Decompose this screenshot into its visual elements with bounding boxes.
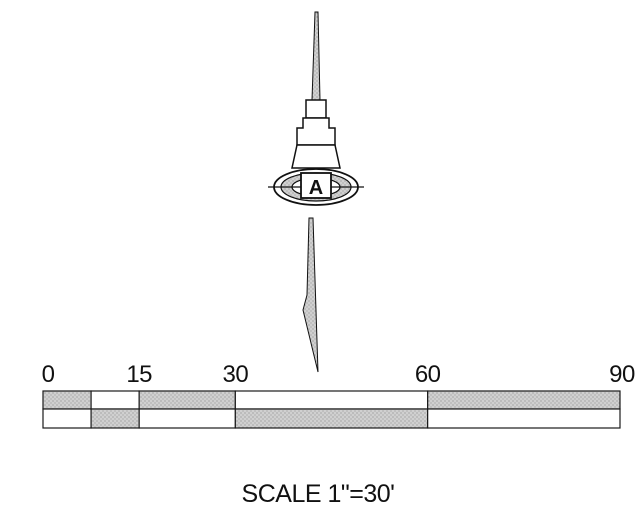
scale-segment-bottom-1 [90, 408, 140, 429]
scale-segment-top-2 [138, 390, 236, 410]
scale-caption: SCALE 1"=30' [242, 480, 395, 508]
scale-segment-bottom-3 [234, 408, 429, 429]
scale-segment-bottom-4 [427, 408, 621, 429]
scale-segment-top-1 [90, 390, 140, 410]
scale-segment-top-4 [427, 390, 621, 410]
tower-base [291, 144, 341, 169]
tick-label-90: 90 [609, 361, 635, 388]
north-needle [311, 11, 321, 101]
scale-segment-top-3 [234, 390, 429, 410]
tick-label-60: 60 [415, 361, 441, 388]
tower-middle [296, 117, 336, 146]
scale-bar [42, 390, 621, 429]
south-needle [302, 217, 319, 373]
scale-segment-top-0 [42, 390, 92, 410]
tick-label-15: 15 [126, 361, 152, 388]
scale-segment-bottom-2 [138, 408, 236, 429]
letter-box [300, 172, 332, 199]
tick-label-0: 0 [42, 361, 55, 388]
north-arrow-icon: A [268, 11, 364, 373]
tower-top [305, 99, 327, 119]
scale-tick-labels: 0 15 30 60 90 [42, 361, 636, 388]
north-letter: A [309, 177, 323, 199]
tick-label-30: 30 [222, 361, 248, 388]
scale-segment-bottom-0 [42, 408, 92, 429]
